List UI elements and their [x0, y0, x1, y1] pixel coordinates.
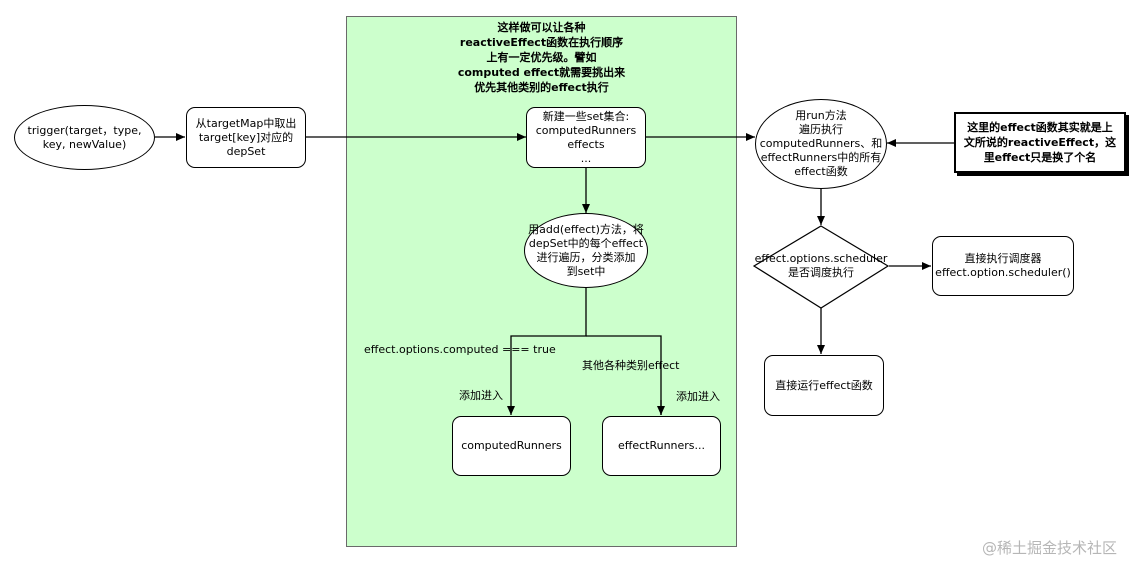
run-effect-label: 直接运行effect函数: [775, 378, 873, 392]
branch-label-other: 其他各种类别effect: [582, 359, 680, 372]
get-depset-node: 从targetMap中取出 target[key]对应的 depSet: [186, 107, 306, 168]
branch-label-add-left: 添加进入: [459, 389, 503, 402]
watermark: @稀土掘金技术社区: [982, 539, 1118, 557]
trigger-node: trigger(target，type, key, newValue): [14, 105, 155, 170]
effect-runners-label: effectRunners...: [617, 439, 706, 452]
run-scheduler-label: 直接执行调度器 effect.option.scheduler(): [935, 252, 1071, 279]
run-scheduler-node: 直接执行调度器 effect.option.scheduler(): [932, 236, 1074, 296]
run-method-label: 用run方法 遍历执行 computedRunners、和 effectRunn…: [759, 109, 883, 178]
branch-label-add-right: 添加进入: [676, 390, 720, 403]
add-effect-node: 用add(effect)方法，将 depSet中的每个effect 进行遍历，分…: [524, 213, 648, 288]
run-method-node: 用run方法 遍历执行 computedRunners、和 effectRunn…: [755, 99, 887, 189]
computed-runners-node: computedRunners: [452, 416, 571, 476]
trigger-label: trigger(target，type, key, newValue): [27, 123, 142, 151]
group-title: 这样做可以让各种 reactiveEffect函数在执行顺序 上有一定优先级。譬…: [457, 21, 626, 94]
branch-label-computed: effect.options.computed === true: [364, 343, 556, 356]
add-effect-label: 用add(effect)方法，将 depSet中的每个effect 进行遍历，分…: [528, 222, 644, 278]
run-effect-node: 直接运行effect函数: [764, 355, 884, 416]
new-sets-node: 新建一些set集合: computedRunners effects ...: [526, 107, 646, 168]
arrow-add-to-branch: [507, 287, 587, 415]
new-sets-label: 新建一些set集合: computedRunners effects ...: [535, 109, 637, 165]
computed-runners-label: computedRunners: [461, 439, 562, 452]
decision-diamond: [752, 225, 890, 309]
get-depset-label: 从targetMap中取出 target[key]对应的 depSet: [195, 116, 297, 158]
effect-rename-note: 这里的effect函数其实就是上 文所说的reactiveEffect，这 里e…: [954, 112, 1126, 173]
arrow-branch-to-effectrunners: [586, 335, 662, 415]
effect-runners-node: effectRunners...: [602, 416, 721, 476]
scheduler-decision-label: effect.options.scheduler 是否调度执行: [754, 252, 888, 279]
scheduler-decision-node: effect.options.scheduler 是否调度执行: [754, 251, 888, 281]
